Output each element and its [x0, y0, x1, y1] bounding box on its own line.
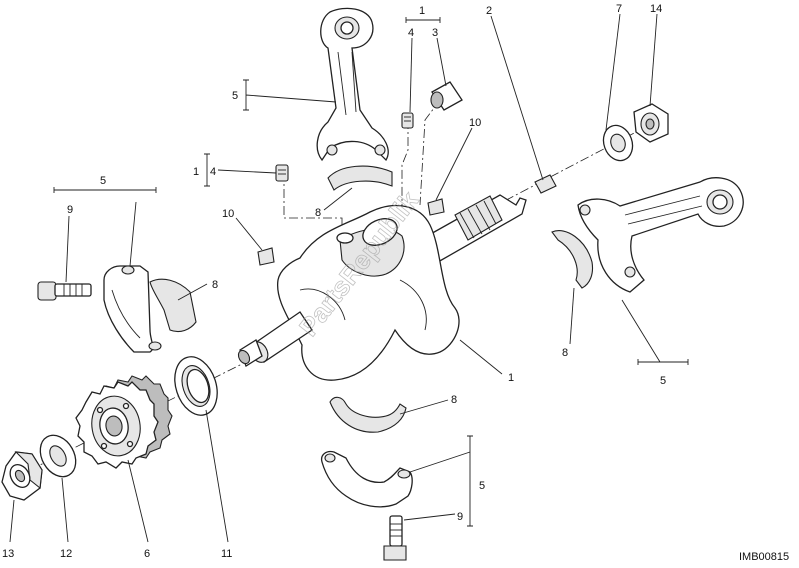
nut-part-14	[633, 103, 669, 143]
callout-3: 3	[432, 27, 438, 39]
callout-5-right: 5	[660, 375, 666, 387]
leader-lines	[9, 13, 689, 543]
bottom-bearing-cap	[320, 450, 413, 508]
callout-5-left: 5	[100, 175, 106, 187]
callout-8-bottom: 8	[451, 394, 457, 406]
callout-labels: 1 4 3 2 7 14 5 10 1 4 5 8 9 10 8 8 1 5 8…	[2, 3, 666, 560]
callout-5-top: 5	[232, 90, 238, 102]
callout-5-bottom: 5	[479, 480, 485, 492]
gear-part-6	[75, 375, 173, 469]
nut-part-13	[1, 451, 43, 501]
callout-12: 12	[60, 548, 72, 560]
left-bearing-shell	[149, 278, 197, 333]
callout-4-left: 4	[210, 166, 216, 178]
callout-11: 11	[221, 548, 232, 560]
washer-part-7	[602, 124, 634, 162]
bolt-part-9-bottom	[383, 515, 407, 561]
callout-2: 2	[486, 5, 492, 17]
callout-1-main: 1	[508, 372, 514, 384]
upper-connecting-rod	[316, 7, 389, 162]
callout-10-right: 10	[469, 117, 481, 129]
callout-13: 13	[2, 548, 14, 560]
crankshaft	[237, 194, 527, 381]
callout-1-group-top: 1	[419, 5, 425, 17]
plug-part-4-top	[401, 112, 414, 129]
key-part-10-right	[427, 198, 445, 216]
bottom-bearing-shell	[329, 396, 407, 433]
callout-8-right: 8	[562, 347, 568, 359]
bushing-part-3	[430, 81, 463, 111]
callout-8-left: 8	[212, 279, 218, 291]
spacer-part-11	[174, 356, 218, 416]
drawing-code: IMB00815	[739, 551, 789, 563]
callout-10-left: 10	[222, 208, 234, 220]
upper-bearing-shell	[327, 165, 393, 191]
left-bearing-cap	[103, 265, 162, 353]
right-connecting-rod	[577, 177, 744, 293]
callout-14: 14	[650, 3, 662, 15]
callout-9-left: 9	[67, 204, 73, 216]
key-part-2	[534, 174, 557, 194]
washer-part-12	[39, 434, 77, 478]
callout-1-group-left: 1	[193, 166, 199, 178]
callout-8-top: 8	[315, 207, 321, 219]
bolt-part-9-left	[37, 281, 92, 301]
callout-7: 7	[616, 3, 622, 15]
callout-4-top: 4	[408, 27, 414, 39]
key-part-10-left	[257, 247, 275, 266]
callout-6: 6	[144, 548, 150, 560]
plug-part-4-left	[275, 164, 289, 182]
callout-9-bottom: 9	[457, 511, 463, 523]
right-bearing-shell	[551, 230, 594, 289]
